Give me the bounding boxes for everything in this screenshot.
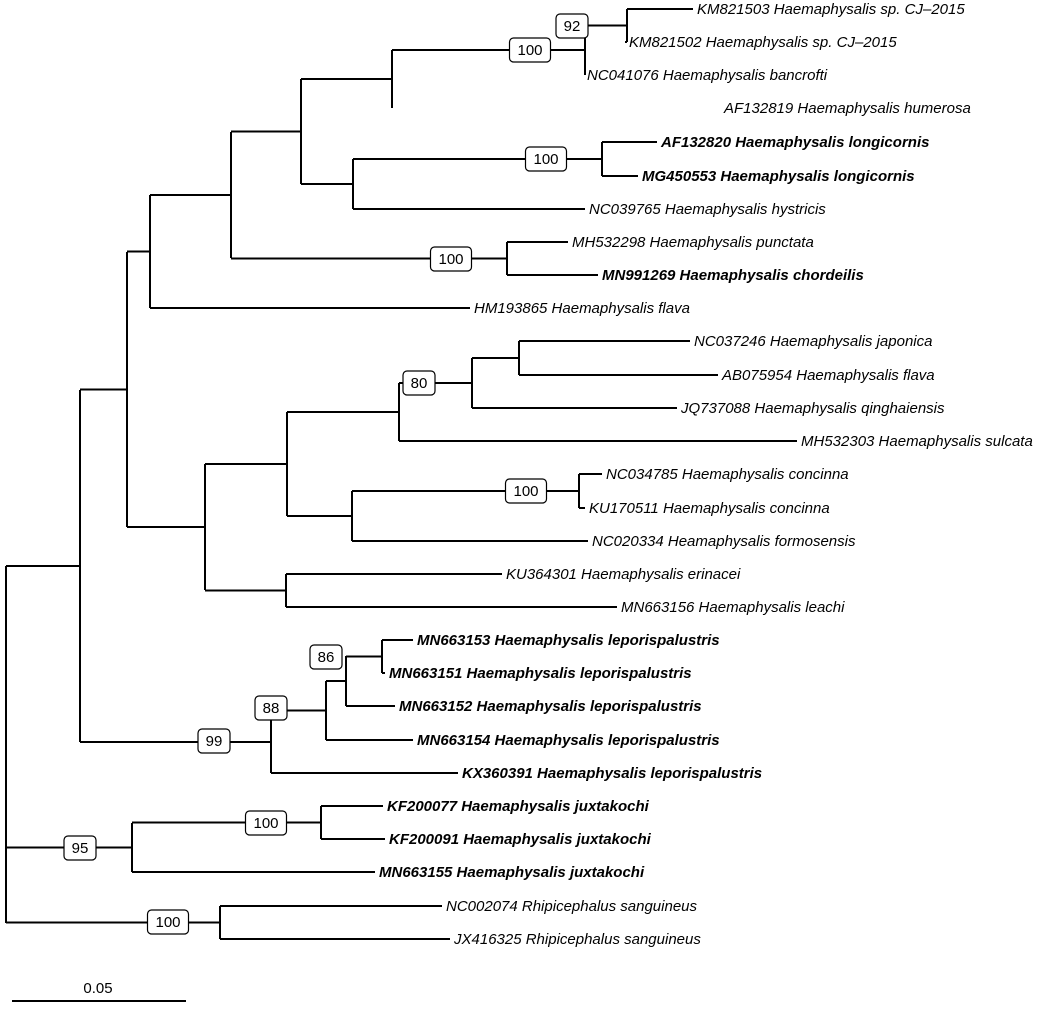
bootstrap-labels: 92 100 100 100 80 100 86 88 99 100 95 100 — [63, 13, 589, 935]
bootstrap-value: 80 — [411, 375, 428, 392]
tip-label: MH532303 Haemaphysalis sulcata — [801, 433, 1033, 450]
bootstrap-value: 99 — [206, 733, 223, 750]
bootstrap-value: 100 — [438, 251, 463, 268]
bootstrap-label: 100 — [146, 909, 190, 935]
tip-label: KX360391 Haemaphysalis leporispalustris — [462, 765, 762, 782]
bootstrap-value: 100 — [155, 914, 180, 931]
tip-label: AF132820 Haemaphysalis longicornis — [660, 134, 929, 151]
bootstrap-box — [63, 835, 97, 861]
tip-label: KM821503 Haemaphysalis sp. CJ–2015 — [697, 1, 965, 18]
bootstrap-box — [309, 644, 343, 670]
bootstrap-label: 80 — [402, 370, 436, 396]
tip-label: AB075954 Haemaphysalis flava — [721, 367, 935, 384]
bootstrap-label: 100 — [504, 478, 548, 504]
tip-label: NC002074 Rhipicephalus sanguineus — [446, 898, 698, 915]
bootstrap-box — [254, 695, 288, 721]
tip-label: JQ737088 Haemaphysalis qinghaiensis — [680, 400, 945, 417]
bootstrap-value: 88 — [263, 700, 280, 717]
bootstrap-value: 95 — [72, 840, 89, 857]
bootstrap-box — [555, 13, 589, 39]
bootstrap-label: 100 — [429, 246, 473, 272]
tip-label: JX416325 Rhipicephalus sanguineus — [453, 931, 701, 948]
bootstrap-value: 92 — [564, 18, 581, 35]
bootstrap-box — [504, 478, 548, 504]
tip-label: MN663156 Haemaphysalis leachi — [621, 599, 845, 616]
tip-label: MN663155 Haemaphysalis juxtakochi — [379, 864, 645, 881]
tip-label: KF200077 Haemaphysalis juxtakochi — [387, 798, 650, 815]
bootstrap-value: 100 — [517, 42, 542, 59]
bootstrap-label: 86 — [309, 644, 343, 670]
bootstrap-label: 92 — [555, 13, 589, 39]
bootstrap-label: 100 — [524, 146, 568, 172]
tip-label: NC041076 Haemaphysalis bancrofti — [587, 67, 828, 84]
bootstrap-value: 100 — [533, 151, 558, 168]
bootstrap-label: 99 — [197, 728, 231, 754]
tip-label: NC039765 Haemaphysalis hystricis — [589, 201, 826, 218]
scale-bar: 0.05 — [12, 980, 186, 1002]
tip-label: MN663151 Haemaphysalis leporispalustris — [389, 665, 692, 682]
tip-label: NC020334 Heamaphysalis formosensis — [592, 533, 856, 550]
tip-label: KU170511 Haemaphysalis concinna — [589, 500, 830, 517]
tip-label: MN991269 Haemaphysalis chordeilis — [602, 267, 864, 284]
bootstrap-value: 100 — [513, 483, 538, 500]
tip-label: KF200091 Haemaphysalis juxtakochi — [389, 831, 652, 848]
bootstrap-box — [244, 810, 288, 836]
tip-labels: KM821503 Haemaphysalis sp. CJ–2015KM8215… — [379, 1, 1033, 948]
tip-label: NC034785 Haemaphysalis concinna — [606, 466, 849, 483]
bootstrap-box — [524, 146, 568, 172]
bootstrap-label: 100 — [244, 810, 288, 836]
tip-label: KU364301 Haemaphysalis erinacei — [506, 566, 741, 583]
bootstrap-label: 88 — [254, 695, 288, 721]
tip-label: AF132819 Haemaphysalis humerosa — [723, 100, 971, 117]
bootstrap-value: 100 — [253, 815, 278, 832]
bootstrap-label: 95 — [63, 835, 97, 861]
tip-label: MH532298 Haemaphysalis punctata — [572, 234, 814, 251]
tip-label: NC037246 Haemaphysalis japonica — [694, 333, 932, 350]
bootstrap-box — [508, 37, 552, 63]
tip-label: MG450553 Haemaphysalis longicornis — [642, 168, 915, 185]
bootstrap-box — [197, 728, 231, 754]
tip-label: MN663152 Haemaphysalis leporispalustris — [399, 698, 702, 715]
bootstrap-box — [402, 370, 436, 396]
tip-label: MN663154 Haemaphysalis leporispalustris — [417, 732, 720, 749]
tip-label: MN663153 Haemaphysalis leporispalustris — [417, 632, 720, 649]
scale-bar-label: 0.05 — [83, 980, 112, 997]
bootstrap-box — [146, 909, 190, 935]
bootstrap-label: 100 — [508, 37, 552, 63]
tip-label: HM193865 Haemaphysalis flava — [474, 300, 690, 317]
bootstrap-value: 86 — [318, 649, 335, 666]
tip-label: KM821502 Haemaphysalis sp. CJ–2015 — [629, 34, 897, 51]
bootstrap-box — [429, 246, 473, 272]
